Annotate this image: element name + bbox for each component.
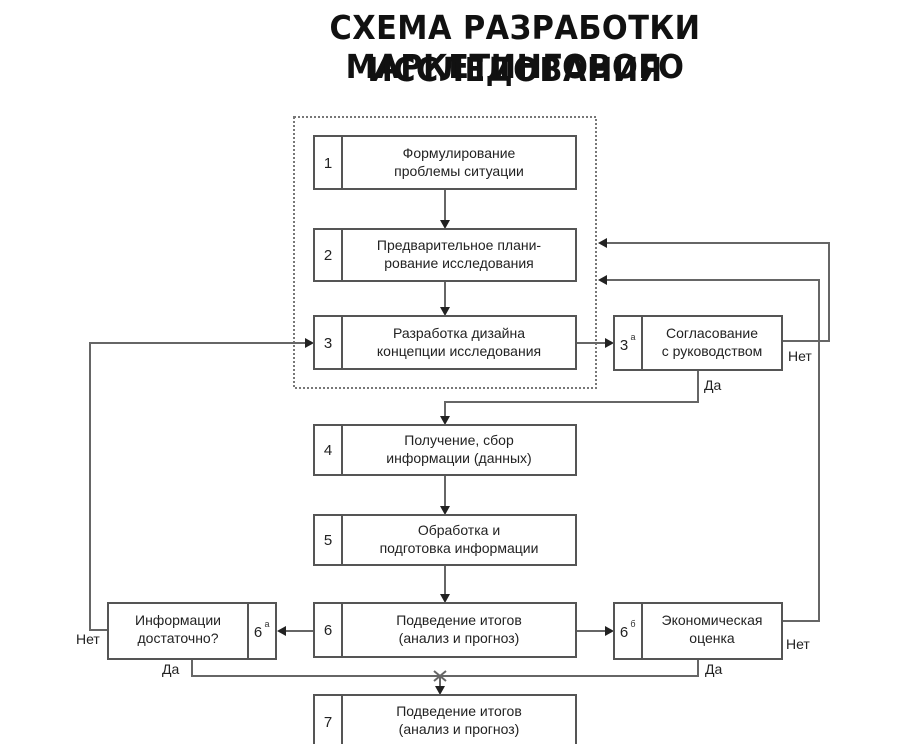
step-text-line-1: Получение, сбор <box>404 432 514 448</box>
branch-label-yes: Да <box>705 661 722 677</box>
arrow-head-icon <box>605 626 614 636</box>
junction-mark <box>433 670 447 682</box>
arrow-head-icon <box>605 338 614 348</box>
step-6a: Информации достаточно? 6 а <box>107 602 277 660</box>
step-text-line-2: с руководством <box>662 343 763 359</box>
diagram-title-line-1: СХЕМА РАЗРАБОТКИ МАРКЕТИНГОВОГО <box>329 8 701 86</box>
arrow-head-icon <box>440 307 450 316</box>
step-number: 6 <box>324 622 332 639</box>
step-number: 1 <box>324 155 332 172</box>
step-number-superscript: а <box>630 332 635 342</box>
step-number-superscript: а <box>264 619 269 629</box>
step-text-line-2: концепции исследования <box>377 343 541 359</box>
branch-label-no: Нет <box>788 348 812 364</box>
step-text-line-1: Подведение итогов <box>396 703 522 719</box>
arrow-head-icon <box>598 238 607 248</box>
step-text-line-2: рование исследования <box>384 255 534 271</box>
branch-label-no: Нет <box>786 636 810 652</box>
step-text-line-1: Согласование <box>666 325 758 341</box>
arrow-head-icon <box>440 506 450 515</box>
step-6: 6 Подведение итогов (анализ и прогноз) <box>313 602 577 658</box>
step-text-line-2: (анализ и прогноз) <box>399 721 520 737</box>
step-text-line-2: достаточно? <box>137 630 218 646</box>
step-text-line-1: Предварительное плани- <box>377 237 541 253</box>
step-2: 2 Предварительное плани- рование исследо… <box>313 228 577 282</box>
connector-3a-yes-to-4 <box>444 370 699 418</box>
arrow-head-icon <box>277 626 286 636</box>
step-text-line-2: подготовка информации <box>380 540 539 556</box>
arrow-head-icon <box>435 686 445 695</box>
arrow-head-icon <box>440 416 450 425</box>
step-number: 5 <box>324 532 332 549</box>
step-text-line-2: (анализ и прогноз) <box>399 630 520 646</box>
connector-yes-merge <box>191 659 699 677</box>
branch-label-yes: Да <box>704 377 721 393</box>
connector-6b-no-to-2 <box>606 279 820 622</box>
step-text-line-1: Подведение итогов <box>396 612 522 628</box>
connector-3a-no-to-2 <box>606 242 830 342</box>
step-text-line-1: Информации <box>135 612 221 628</box>
step-number: 6 <box>254 624 262 641</box>
branch-label-no: Нет <box>76 631 100 647</box>
step-text-line-1: Экономическая <box>662 612 763 628</box>
connector-6a-no-to-3 <box>89 342 306 631</box>
research-design-group-frame <box>293 116 597 389</box>
step-number-superscript: б <box>630 619 635 629</box>
arrow-head-icon <box>305 338 314 348</box>
step-5: 5 Обработка и подготовка информации <box>313 514 577 566</box>
step-3: 3 Разработка дизайна концепции исследова… <box>313 315 577 370</box>
step-3a: 3 а Согласование с руководством <box>613 315 783 371</box>
step-1: 1 Формулирование проблемы ситуации <box>313 135 577 190</box>
diagram-title-line-2: ИССЛЕДОВАНИЯ <box>367 50 663 89</box>
step-text-line-1: Разработка дизайна <box>393 325 525 341</box>
arrow-head-icon <box>440 594 450 603</box>
step-number: 3 <box>620 337 628 354</box>
step-text-line-2: информации (данных) <box>386 450 531 466</box>
step-4: 4 Получение, сбор информации (данных) <box>313 424 577 476</box>
branch-label-yes: Да <box>162 661 179 677</box>
step-number: 7 <box>324 714 332 731</box>
step-number: 6 <box>620 624 628 641</box>
step-number: 3 <box>324 335 332 352</box>
step-number: 4 <box>324 442 332 459</box>
connectors <box>89 189 830 695</box>
step-number: 2 <box>324 247 332 264</box>
step-text-line-1: Формулирование <box>403 145 516 161</box>
step-6b: 6 б Экономическая оценка <box>613 602 783 660</box>
step-text-line-1: Обработка и <box>418 522 500 538</box>
arrow-head-icon <box>598 275 607 285</box>
step-7: 7 Подведение итогов (анализ и прогноз) <box>313 694 577 744</box>
arrow-head-icon <box>440 220 450 229</box>
step-text-line-2: оценка <box>689 630 735 646</box>
step-text-line-2: проблемы ситуации <box>394 163 524 179</box>
